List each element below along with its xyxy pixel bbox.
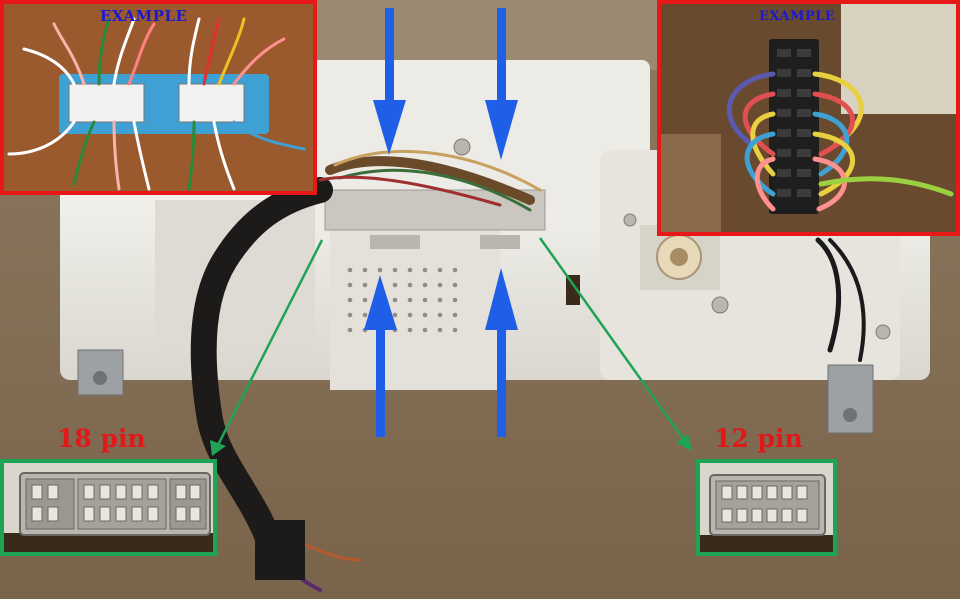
example-plug-photo bbox=[661, 4, 956, 232]
down-arrow-icon bbox=[485, 8, 518, 160]
leader-line-12-pin bbox=[538, 237, 692, 451]
connector-inset-12-pin bbox=[696, 459, 837, 556]
up-arrow-icon bbox=[485, 268, 518, 437]
connector-inset-18-pin bbox=[0, 459, 217, 556]
down-arrow-icon bbox=[373, 8, 406, 155]
connector-12-pin-photo bbox=[700, 463, 833, 552]
example-connector-photo bbox=[4, 4, 313, 191]
connector-18-pin-photo bbox=[4, 463, 213, 552]
example-label: EXAMPLE bbox=[100, 7, 188, 25]
example-inset-top-left: EXAMPLE bbox=[0, 0, 317, 195]
pin-count-label-12: 12 pin bbox=[714, 424, 803, 453]
pin-count-label-18: 18 pin bbox=[57, 424, 146, 453]
example-label: EXAMPLE bbox=[759, 9, 836, 24]
up-arrow-icon bbox=[364, 275, 397, 437]
wiring-harness bbox=[190, 149, 866, 592]
example-inset-top-right: EXAMPLE bbox=[657, 0, 960, 236]
leader-line-18-pin bbox=[210, 239, 324, 456]
